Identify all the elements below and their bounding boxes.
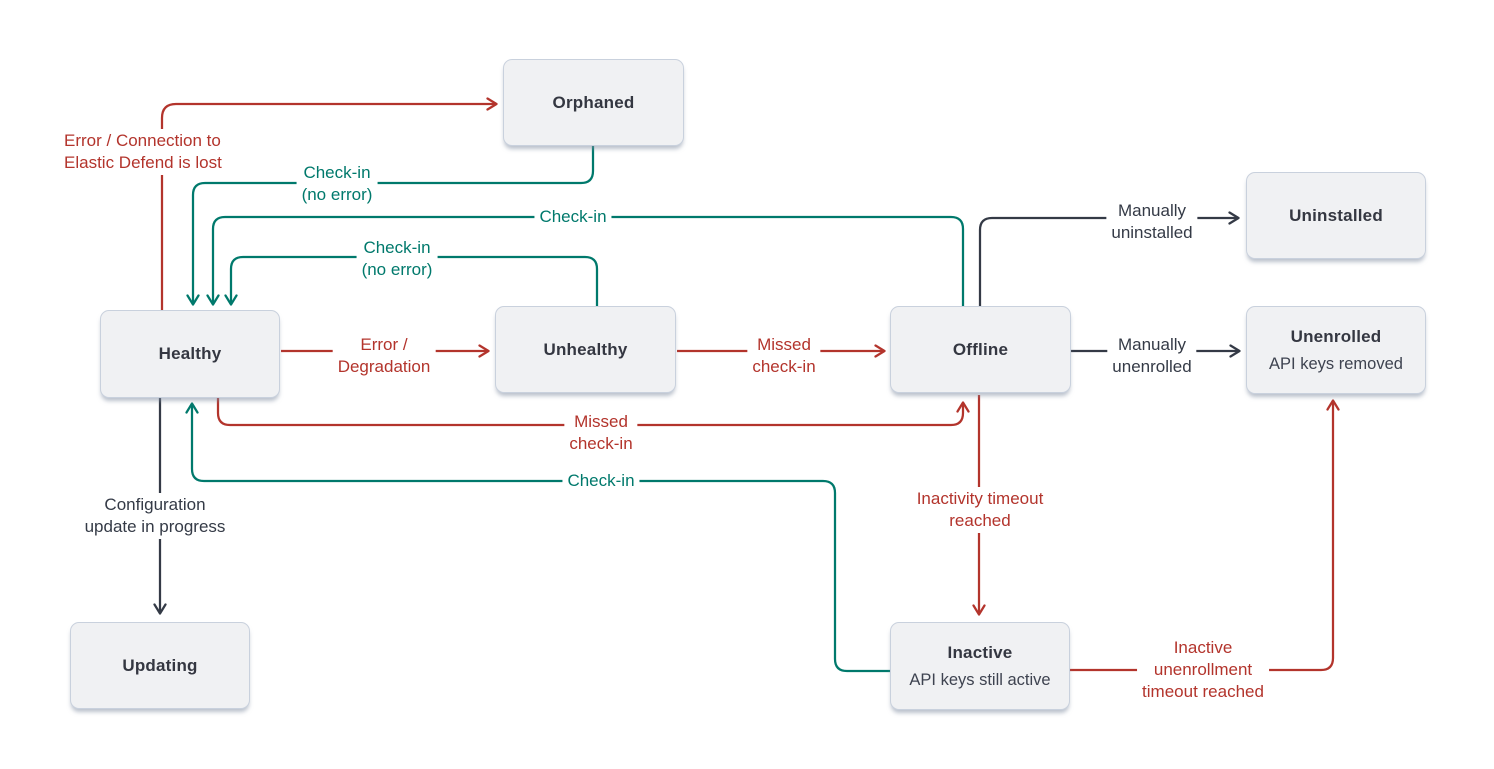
edge-label-healthy-to-updating: Configuration update in progress xyxy=(79,493,231,539)
edge-healthy-to-orphaned xyxy=(160,97,498,310)
node-healthy: Healthy xyxy=(100,310,280,398)
node-uninstalled-label: Uninstalled xyxy=(1289,205,1383,225)
node-unenrolled-sublabel: API keys removed xyxy=(1269,354,1403,373)
node-unhealthy: Unhealthy xyxy=(495,306,676,393)
node-offline: Offline xyxy=(890,306,1071,393)
edge-label-healthy-to-unhealthy: Error / Degradation xyxy=(332,333,436,379)
edge-label-orphaned-to-healthy: Check-in (no error) xyxy=(296,161,378,207)
node-offline-label: Offline xyxy=(952,339,1009,359)
node-orphaned: Orphaned xyxy=(503,59,684,146)
node-healthy-label: Healthy xyxy=(158,344,222,363)
edge-label-healthy-to-orphaned: Error / Connection to Elastic Defend is … xyxy=(62,129,224,175)
edge-inactive-to-healthy xyxy=(185,402,890,673)
node-unenrolled: Unenrolled API keys removed xyxy=(1246,306,1426,394)
edge-label-offline-to-inactive: Inactivity timeout reached xyxy=(911,487,1049,533)
node-uninstalled: Uninstalled xyxy=(1246,172,1426,259)
edge-label-inactive-to-healthy: Check-in xyxy=(562,469,640,493)
node-inactive: Inactive API keys still active xyxy=(890,622,1070,710)
node-inactive-label: Inactive xyxy=(947,642,1013,662)
node-inactive-sublabel: API keys still active xyxy=(909,670,1051,689)
edge-label-unhealthy-to-healthy: Check-in (no error) xyxy=(356,236,438,282)
edge-label-offline-to-unenrolled: Manually unenrolled xyxy=(1107,333,1197,379)
edge-inactive-to-unenrolled xyxy=(1070,399,1340,672)
edge-offline-to-healthy xyxy=(206,215,965,306)
edge-label-healthy-to-offline: Missed check-in xyxy=(564,410,638,456)
node-updating-label: Updating xyxy=(122,655,198,675)
node-orphaned-label: Orphaned xyxy=(552,92,635,112)
edge-label-offline-to-uninstalled: Manually uninstalled xyxy=(1106,199,1198,245)
edge-label-inactive-to-unenrolled: Inactive unenrollment timeout reached xyxy=(1137,636,1269,704)
edge-offline-to-uninstalled xyxy=(978,211,1240,306)
node-unenrolled-label: Unenrolled xyxy=(1290,326,1382,346)
node-updating: Updating xyxy=(70,622,250,709)
edge-label-unhealthy-to-offline: Missed check-in xyxy=(747,333,821,379)
node-unhealthy-label: Unhealthy xyxy=(543,339,628,359)
edge-label-offline-to-healthy: Check-in xyxy=(534,205,612,229)
edge-orphaned-to-healthy xyxy=(186,146,595,306)
